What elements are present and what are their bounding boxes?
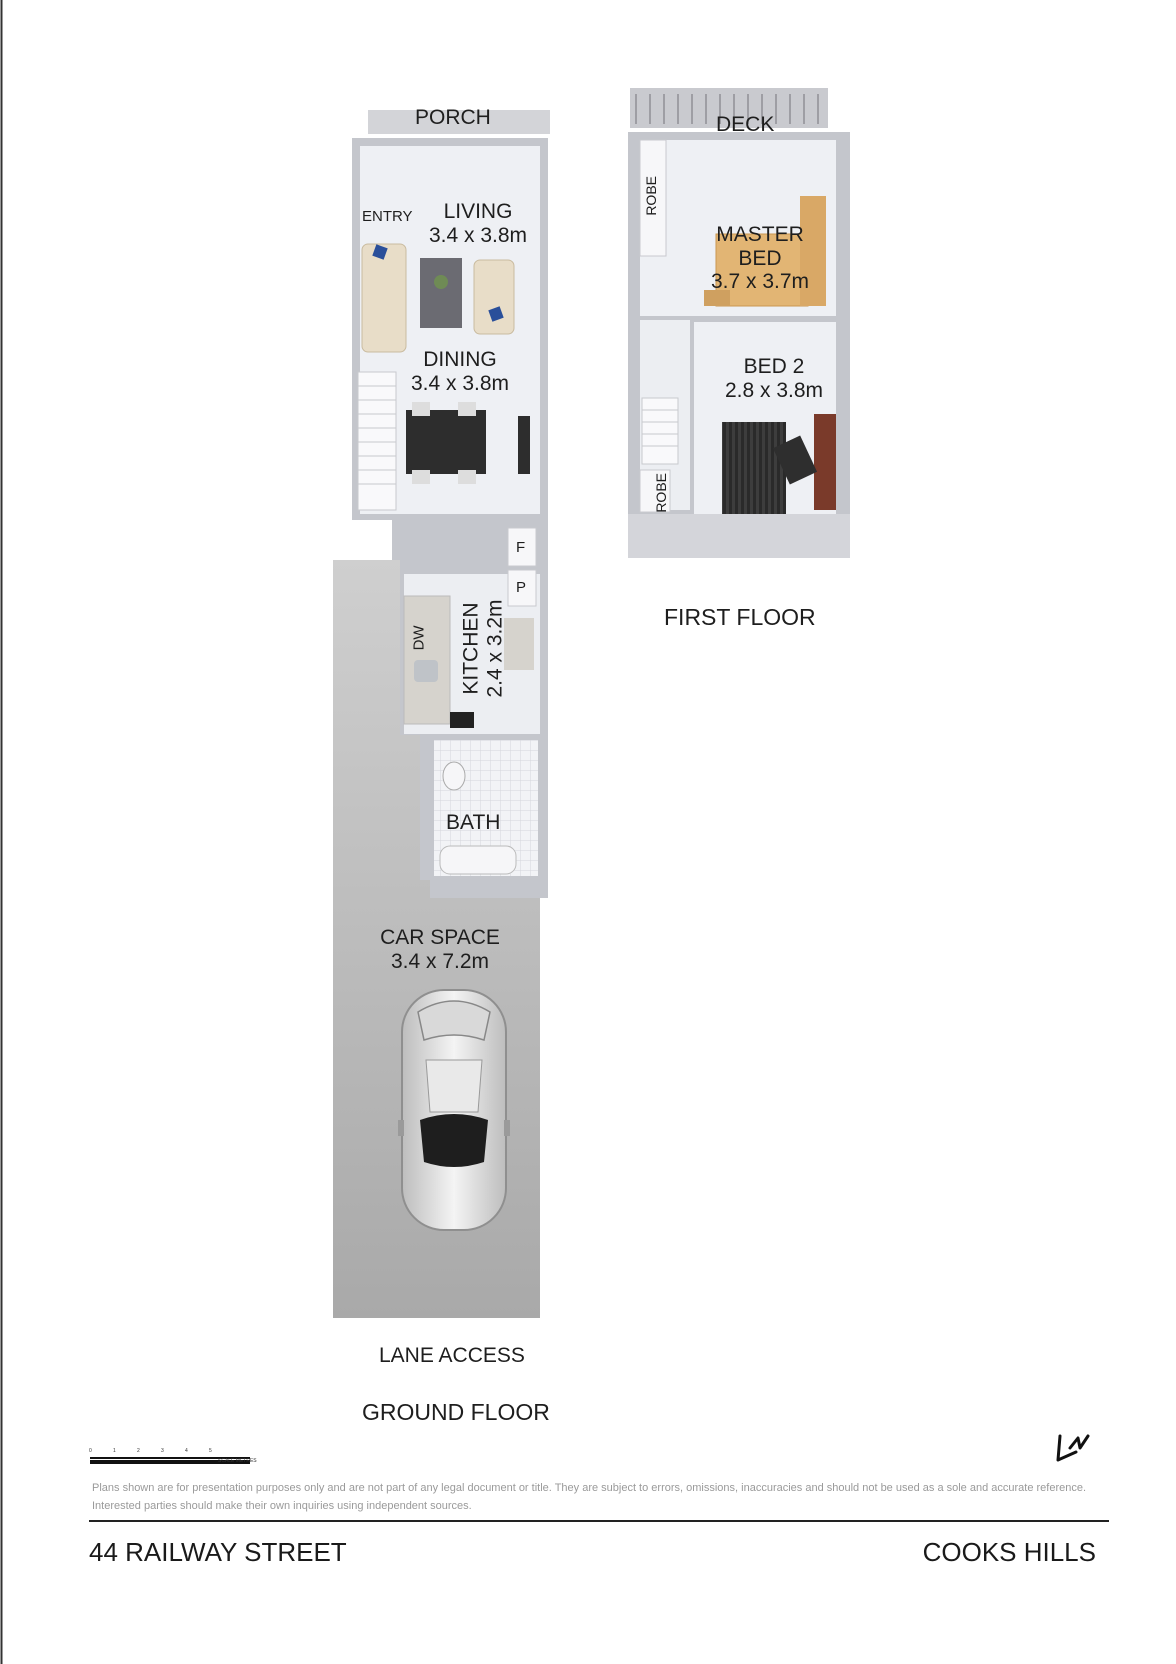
- label-dishwasher: DW: [410, 625, 428, 651]
- master-bed-name-1: MASTER: [716, 223, 804, 246]
- scale-tick-4: 4: [185, 1448, 188, 1454]
- ground-floor-plan: [333, 110, 550, 1318]
- master-bed-furniture: [704, 196, 826, 307]
- deck-area: [630, 88, 828, 128]
- scale-tick-1: 1: [113, 1448, 116, 1454]
- label-fridge: F: [516, 539, 526, 556]
- living-sofas: [361, 243, 515, 353]
- master-bed-name-2: BED: [738, 246, 782, 270]
- robe-bed2: [639, 469, 671, 513]
- scale-tick-3: 3: [161, 1448, 164, 1454]
- dining-dims: 3.4 x 3.8m: [410, 371, 510, 395]
- label-pantry: P: [516, 579, 527, 596]
- label-robe-bed2: ROBE: [653, 472, 670, 513]
- dining-name: DINING: [423, 348, 497, 371]
- first-floor-plan: [628, 88, 850, 558]
- dining-table: [406, 402, 530, 484]
- scale-tick-0: 0: [89, 1448, 92, 1454]
- label-kitchen: KITCHEN 2.4 x 3.2m: [459, 579, 506, 719]
- label-first-floor: FIRST FLOOR: [664, 604, 816, 630]
- car-space-name: CAR SPACE: [380, 926, 500, 949]
- label-ground-floor: GROUND FLOOR: [362, 1399, 550, 1425]
- living-dims: 3.4 x 3.8m: [428, 223, 528, 247]
- porch-area: [368, 110, 550, 134]
- scale-bar: [90, 1457, 250, 1464]
- footer-suburb: COOKS HILLS: [922, 1537, 1096, 1567]
- label-lane-access: LANE ACCESS: [379, 1344, 525, 1367]
- label-robe-master: ROBE: [643, 175, 660, 216]
- label-dining: DINING 3.4 x 3.8m: [400, 348, 520, 395]
- label-living: LIVING 3.4 x 3.8m: [418, 200, 538, 247]
- kitchen-name: KITCHEN: [459, 602, 483, 695]
- north-arrow-icon: [1056, 1434, 1090, 1462]
- car-icon: [398, 989, 510, 1231]
- label-master-bed: MASTER BED 3.7 x 3.7m: [700, 223, 820, 294]
- pantry-box: [507, 569, 537, 607]
- label-bed2: BED 2 2.8 x 3.8m: [714, 355, 834, 402]
- bed2-dims: 2.8 x 3.8m: [724, 378, 824, 402]
- footer-disclaimer: Plans shown are for presentation purpose…: [92, 1482, 1087, 1512]
- fridge-box: [507, 527, 537, 567]
- label-deck: DECK: [716, 113, 775, 136]
- scale-tick-2: 2: [137, 1448, 140, 1454]
- first-stairs: [641, 397, 679, 465]
- living-name: LIVING: [443, 200, 513, 223]
- scale-caption: SCALE METRES: [218, 1458, 257, 1464]
- car-space-dims: 3.4 x 7.2m: [390, 949, 490, 973]
- kitchen-dims: 2.4 x 3.2m: [483, 599, 506, 698]
- label-porch: PORCH: [415, 106, 491, 129]
- robe-master: [639, 139, 667, 257]
- master-bed-dims: 3.7 x 3.7m: [710, 270, 810, 294]
- footer-address: 44 RAILWAY STREET: [89, 1537, 347, 1567]
- label-bath: BATH: [446, 811, 501, 834]
- bed2-furniture: [722, 414, 836, 530]
- label-entry: ENTRY: [362, 208, 413, 225]
- ground-stairs: [357, 371, 397, 511]
- bed2-name: BED 2: [743, 355, 805, 378]
- label-car-space: CAR SPACE 3.4 x 7.2m: [370, 926, 510, 973]
- footer-divider: [89, 1520, 1109, 1522]
- scale-tick-5: 5: [209, 1448, 212, 1454]
